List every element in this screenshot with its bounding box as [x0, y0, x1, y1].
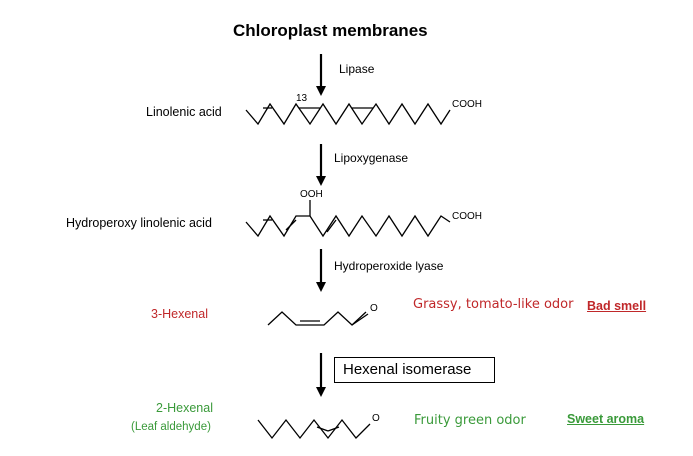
carbon-13-label: 13	[296, 93, 308, 104]
hexenal-3-odor: Grassy, tomato-like odor	[413, 297, 574, 312]
sweet-aroma-label: Sweet aroma	[567, 412, 645, 426]
carbonyl-o-label: O	[372, 413, 380, 424]
hydroperoxy-linolenic-acid-label: Hydroperoxy linolenic acid	[66, 216, 212, 230]
carbonyl-o-label: O	[370, 303, 378, 314]
hexenal-isomerase-box	[334, 357, 495, 383]
enzyme-lipoxygenase-label: Lipoxygenase	[334, 151, 409, 165]
ooh-label: OOH	[300, 189, 323, 200]
hexenal-3-structure: O	[267, 303, 378, 326]
bad-smell-label: Bad smell	[587, 299, 647, 313]
leaf-aldehyde-label: (Leaf aldehyde)	[131, 421, 211, 433]
hydroperoxy-structure: OOH COOH	[245, 189, 482, 238]
hexenal-2-odor: Fruity green odor	[414, 413, 526, 428]
linolenic-acid-label: Linolenic acid	[146, 105, 222, 119]
enzyme-hexenal-isomerase-label: Hexenal isomerase	[343, 361, 472, 378]
enzyme-hydroperoxide-lyase-label: Hydroperoxide lyase	[334, 259, 444, 273]
cooh-label: COOH	[452, 99, 482, 110]
hexenal-3-label: 3-Hexenal	[151, 307, 208, 321]
hexenal-2-label: 2-Hexenal	[156, 401, 213, 415]
cooh-label: COOH	[452, 211, 482, 222]
diagram-title: Chloroplast membranes	[233, 21, 428, 40]
hexenal-2-structure: O	[257, 413, 380, 440]
linolenic-acid-structure: 13 COOH	[245, 93, 482, 126]
enzyme-lipase-label: Lipase	[339, 62, 375, 76]
